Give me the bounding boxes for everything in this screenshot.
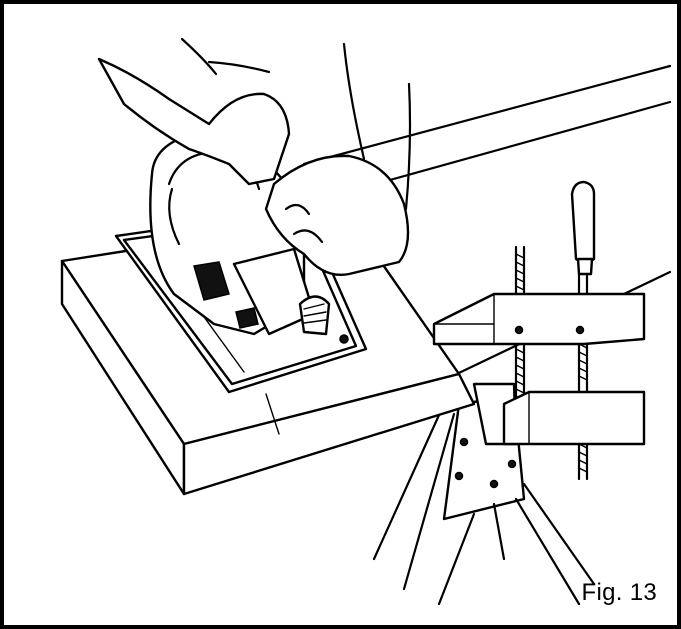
bar-clamp bbox=[432, 180, 646, 481]
saw-cutting-illustration bbox=[60, 37, 672, 606]
figure-caption: Fig. 13 bbox=[581, 579, 657, 606]
hands bbox=[97, 37, 412, 276]
